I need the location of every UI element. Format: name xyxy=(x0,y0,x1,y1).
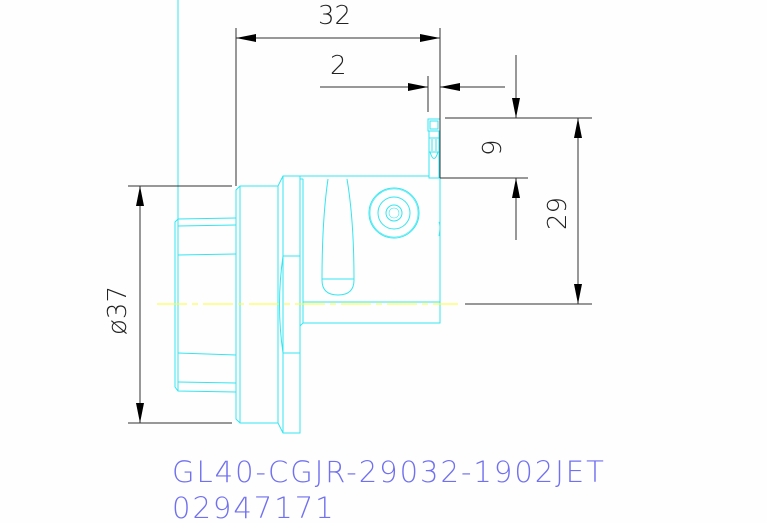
article-number: 02947171 xyxy=(172,491,336,523)
dim-center-height: 29 xyxy=(543,197,573,230)
grooving-insert xyxy=(427,118,441,178)
dim-insert-offset: 2 xyxy=(330,51,347,81)
dimension-lines xyxy=(128,28,592,424)
threaded-shank xyxy=(174,0,237,393)
dim-shank-diameter: ø37 xyxy=(103,286,133,335)
part-number: GL40-CGJR-29032-1902JET xyxy=(172,455,606,489)
tool-outline xyxy=(174,0,441,434)
clamp-screw xyxy=(368,187,420,239)
dim-overall-length: 32 xyxy=(318,1,351,31)
dim-insert-height: 9 xyxy=(478,139,508,156)
chip-slot xyxy=(321,178,355,296)
